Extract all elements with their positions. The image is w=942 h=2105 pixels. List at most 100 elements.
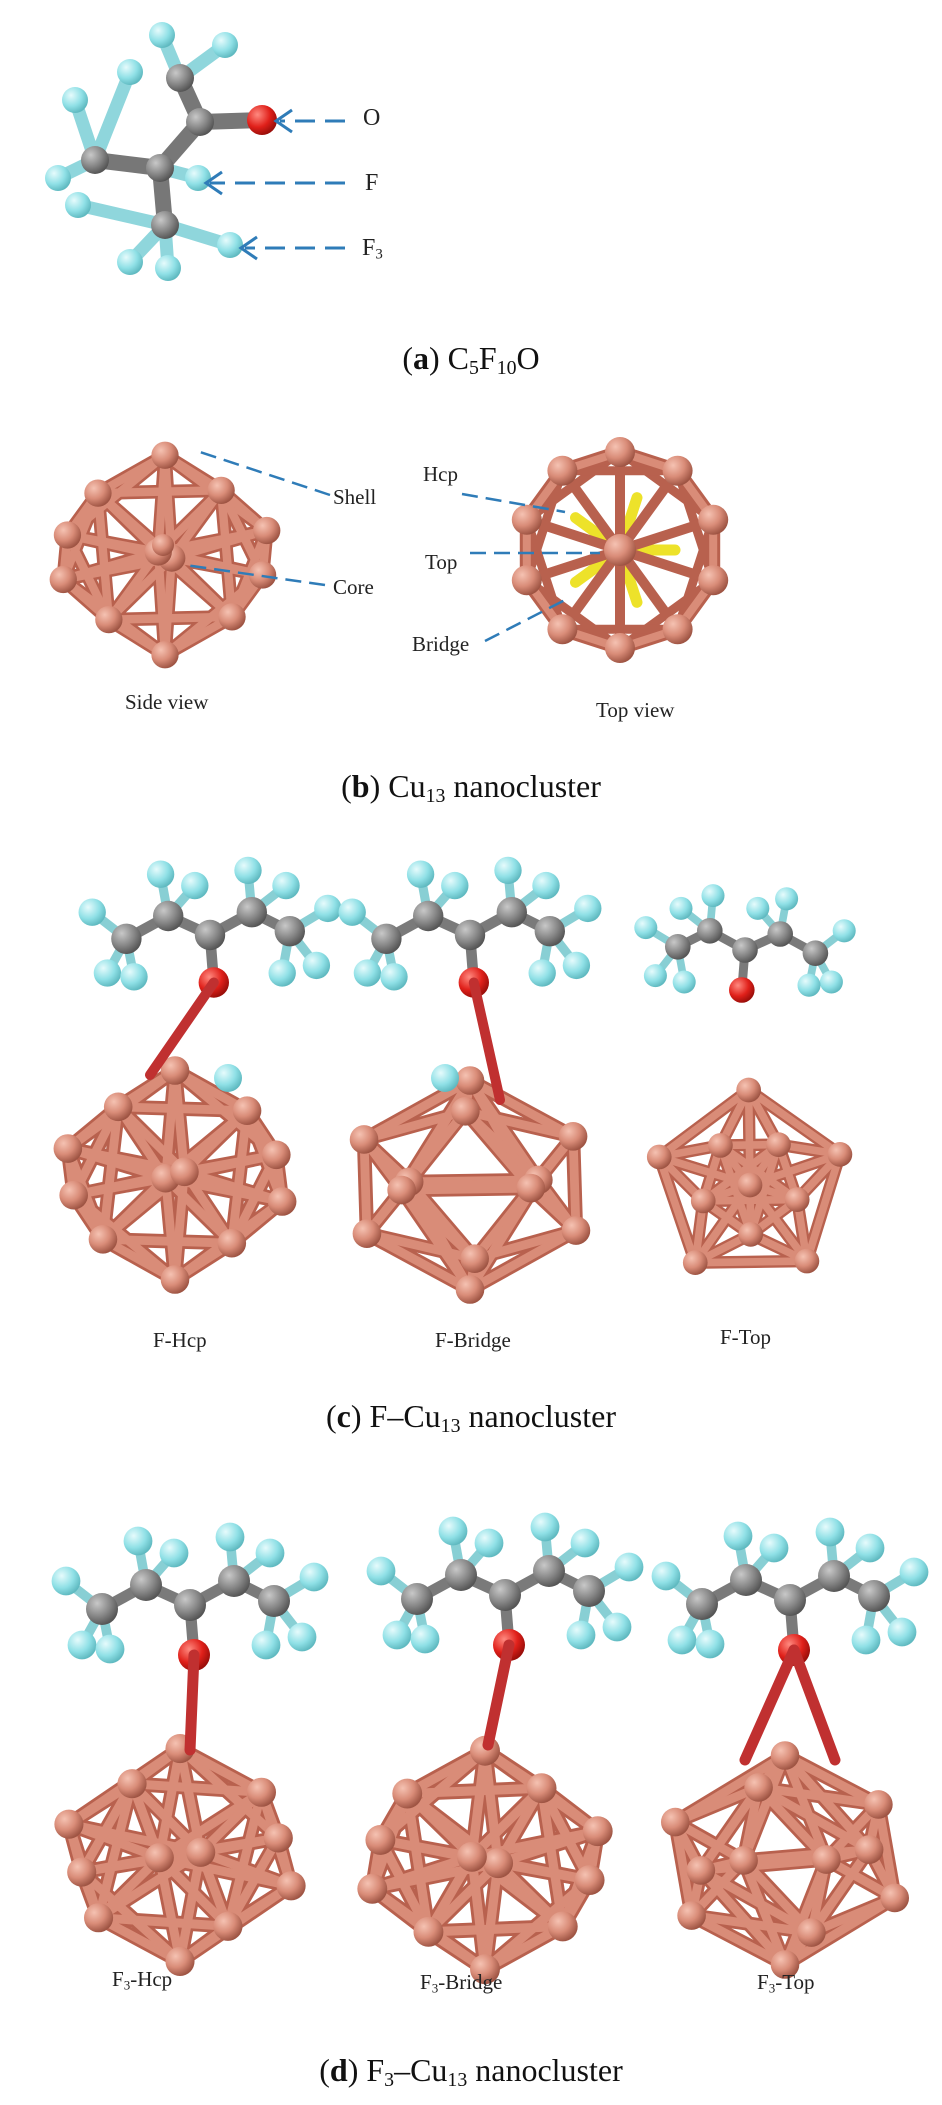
cu-atom — [574, 1865, 605, 1896]
cu-atom — [217, 1228, 247, 1258]
label-top-site: Top — [425, 550, 458, 574]
cu-atom — [784, 1187, 810, 1212]
cu-bond-highlight — [93, 486, 226, 498]
c-atom — [534, 916, 565, 947]
cu-atom — [864, 1790, 893, 1819]
cu-bond — [615, 514, 719, 555]
c-atom — [767, 921, 793, 947]
c-atom — [665, 934, 691, 960]
cu-bond-highlight — [375, 1835, 477, 1862]
cu-bond-highlight — [113, 1102, 189, 1177]
cu-atom — [218, 603, 246, 631]
cu-atom — [854, 1835, 884, 1864]
cu-bond-highlight — [699, 1140, 783, 1205]
cu-atom — [144, 1843, 174, 1873]
panel-b-side-view — [49, 441, 281, 669]
f-atom — [723, 1521, 753, 1551]
f-atom — [155, 255, 181, 281]
cu-bond-highlight — [359, 1106, 470, 1144]
f-atom — [406, 860, 435, 888]
caption-b: (b) Cu13 nanocluster — [341, 768, 601, 807]
cu-bond-highlight — [744, 1086, 844, 1159]
cu-bond-highlight — [696, 1783, 763, 1875]
f-atom — [410, 1624, 440, 1654]
cu-bond-highlight — [402, 1788, 434, 1937]
cu-atom — [470, 1954, 500, 1985]
label-fluorine: F — [365, 170, 379, 196]
cu-atom — [352, 1219, 382, 1248]
cu-atom — [766, 1132, 791, 1157]
f-atom — [528, 959, 556, 987]
cu-atom — [738, 1222, 764, 1247]
f-atom — [667, 1625, 697, 1655]
f-atom — [672, 970, 696, 994]
c-atom — [730, 1564, 762, 1596]
f-atom — [746, 896, 770, 920]
f-atom — [366, 1556, 396, 1586]
cu-atom — [84, 479, 112, 507]
o-cu-bond — [184, 1649, 200, 1756]
cu-atom — [103, 1092, 133, 1122]
panel-d-f3-top — [651, 1517, 929, 1979]
cu-bond-highlight — [716, 1141, 755, 1239]
cu-atom — [744, 1773, 773, 1802]
f-atom — [272, 871, 300, 900]
panel-c-f-bridge — [338, 856, 602, 1304]
c-atom — [802, 940, 829, 966]
cu-bond-highlight — [216, 486, 237, 622]
label-f-hcp: F-Hcp — [153, 1328, 207, 1352]
c-atom — [153, 900, 184, 932]
f-atom — [815, 1517, 845, 1547]
cu-bond-highlight — [655, 1086, 753, 1161]
cu-atom — [794, 1248, 820, 1274]
label-bridge-site: Bridge — [412, 632, 470, 656]
cu-atom — [213, 1911, 243, 1941]
cu-atom — [53, 521, 82, 549]
c-atom — [218, 1565, 250, 1597]
o-cu-bond — [788, 1644, 841, 1766]
cu-atom — [460, 1244, 489, 1273]
f-atom — [93, 959, 122, 987]
f-atom — [819, 970, 843, 994]
cu-atom — [662, 614, 693, 645]
cu-bond — [615, 545, 719, 586]
cu-atom — [770, 1741, 800, 1770]
cu-atom — [263, 1823, 293, 1853]
cu-atom — [677, 1901, 706, 1930]
caption-d: (d) F3–Cu13 nanocluster — [319, 2052, 623, 2091]
cu-atom — [67, 1857, 97, 1887]
panel-b-top-view — [511, 437, 729, 663]
c-atom — [236, 897, 267, 928]
label-shell: Shell — [333, 485, 377, 509]
cu-bond-highlight — [780, 1751, 883, 1809]
cu-atom — [160, 1265, 190, 1294]
panel-a-arrows — [210, 119, 345, 250]
cu-atom — [737, 1172, 763, 1198]
cu-bond-highlight — [93, 488, 163, 557]
cu-bond-highlight — [423, 1921, 568, 1937]
cu-atom — [207, 476, 235, 504]
c-atom — [174, 1589, 206, 1621]
cf-bond — [88, 65, 137, 167]
cu-bond-highlight — [77, 1779, 137, 1877]
f-atom — [62, 87, 88, 113]
cu-bond-highlight — [196, 1847, 296, 1891]
cu-atom — [186, 1837, 216, 1867]
f-atom — [887, 1617, 917, 1647]
cu-atom — [660, 1807, 690, 1837]
cu-atom — [547, 1911, 578, 1942]
cu-bond-highlight — [170, 1066, 189, 1177]
cu-bond-highlight — [223, 1787, 266, 1931]
caption-a: (a) C5F10O — [402, 340, 540, 379]
cu-bond-highlight — [127, 1779, 206, 1857]
cu-atom — [117, 1769, 147, 1799]
o-atom — [729, 977, 755, 1003]
c-atom — [258, 1585, 290, 1617]
f-atom — [287, 1622, 317, 1652]
f-atom — [146, 860, 175, 888]
panel-d-f3-bridge — [357, 1512, 644, 1985]
f-atom — [530, 1512, 560, 1542]
cu-atom — [170, 1157, 199, 1187]
cu-atom — [797, 1918, 826, 1947]
o-cu-bond — [145, 977, 219, 1080]
